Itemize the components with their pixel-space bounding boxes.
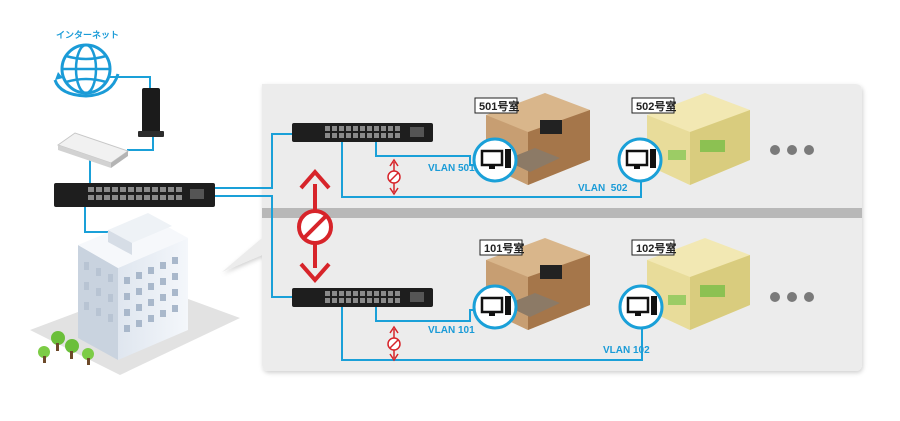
vlan-block-icon-1f <box>387 325 401 362</box>
router-device-icon <box>56 132 130 168</box>
pc-icon-101 <box>472 284 518 330</box>
internet-globe-icon <box>53 43 120 98</box>
floor5-switch-icon <box>292 123 433 142</box>
vlan-label-101: VLAN 101 <box>428 325 475 336</box>
room-label-102: 102号室 <box>636 241 676 255</box>
pc-icon-102 <box>618 284 664 330</box>
internet-label: インターネット <box>56 29 119 40</box>
vlan-lines <box>341 142 643 361</box>
floor1-switch-icon <box>292 288 433 307</box>
room-label-101: 101号室 <box>484 241 524 255</box>
vlan-block-icon-5f <box>387 158 401 196</box>
core-switch-icon <box>54 183 215 207</box>
room-label-501: 501号室 <box>479 99 519 113</box>
vlan-label-102: VLAN 102 <box>603 345 650 356</box>
more-rooms-ellipsis-icon <box>770 292 814 302</box>
uplink-lines <box>84 76 292 298</box>
vlan-label-501: VLAN 501 <box>428 163 475 174</box>
floor-divider <box>262 208 862 218</box>
pc-icon-502 <box>617 137 663 183</box>
room-102-image <box>647 238 750 330</box>
onu-device-icon <box>138 88 164 137</box>
room-label-502: 502号室 <box>636 99 676 113</box>
isolation-arrow-icon <box>297 168 333 284</box>
more-rooms-ellipsis-icon <box>770 145 814 155</box>
apartment-building-icon <box>30 213 240 375</box>
pc-icon-501 <box>472 137 518 183</box>
trees-icon <box>38 331 94 365</box>
vlan-label-502: VLAN 502 <box>578 183 628 194</box>
